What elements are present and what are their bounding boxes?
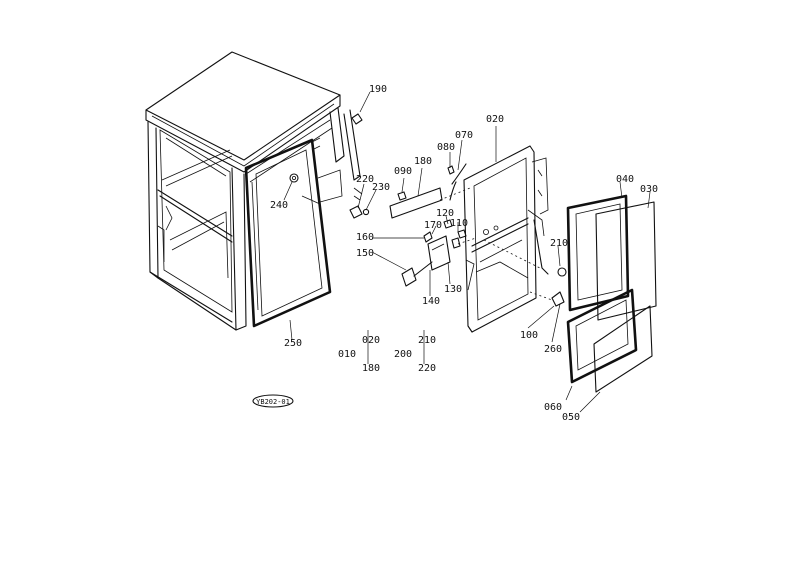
- part-100-latch: [551, 291, 565, 307]
- upper-glass-030: [595, 201, 657, 321]
- part-220-hinge-pin: [349, 205, 363, 219]
- callout-220: 220: [356, 174, 374, 185]
- callout-130: 130: [444, 284, 462, 295]
- latch-mechanism: [401, 219, 467, 287]
- drawing-code: YB202-01: [256, 398, 290, 406]
- callout-090: 090: [394, 166, 412, 177]
- door-linkage-rod: [533, 219, 549, 275]
- lower-glass-050: [593, 305, 653, 393]
- callout-100: 100: [520, 330, 538, 341]
- callout-260: 260: [544, 344, 562, 355]
- door-frame-250: [244, 138, 332, 328]
- leader-lines: [283, 91, 651, 413]
- callout-250: 250: [284, 338, 302, 349]
- assembly-200-top: 210: [418, 335, 436, 346]
- part-070-rod: [449, 163, 467, 201]
- callout-180: 180: [414, 156, 432, 167]
- alignment-line: [483, 239, 541, 269]
- part-090-screw: [397, 191, 407, 201]
- part-240-knob: [289, 173, 299, 183]
- part-210-knob: [557, 267, 567, 277]
- callout-020: 020: [486, 114, 504, 125]
- callout-110: 110: [450, 218, 468, 229]
- callout-140: 140: [422, 296, 440, 307]
- door-panel-020: [463, 145, 549, 333]
- drawing-code-badge: YB202-01: [252, 394, 294, 408]
- callout-230: 230: [372, 182, 390, 193]
- upper-window-frame-040: [566, 194, 630, 312]
- callout-050: 050: [562, 412, 580, 423]
- assembly-200-bottom: 220: [418, 363, 436, 374]
- callout-170: 170: [424, 220, 442, 231]
- assembly-010-bottom: 180: [362, 363, 380, 374]
- part-180-plate: [389, 187, 443, 219]
- callout-210: 210: [550, 238, 568, 249]
- callout-070: 070: [455, 130, 473, 141]
- callout-190: 190: [369, 84, 387, 95]
- alignment-line: [457, 237, 477, 245]
- alignment-line: [529, 291, 553, 301]
- callout-120: 120: [436, 208, 454, 219]
- callout-060: 060: [544, 402, 562, 413]
- assembly-200-label: 200: [394, 349, 412, 360]
- callout-040: 040: [616, 174, 634, 185]
- part-230-washer: [362, 208, 370, 216]
- assembly-010-top: 020: [362, 335, 380, 346]
- part-080-pin: [447, 165, 455, 175]
- assembly-010-label: 010: [338, 349, 356, 360]
- cab-body: [145, 51, 363, 331]
- callout-080: 080: [437, 142, 455, 153]
- part-190-bolt: [351, 113, 363, 125]
- callout-150: 150: [356, 248, 374, 259]
- lower-window-frame-060: [566, 288, 638, 384]
- callout-030: 030: [640, 184, 658, 195]
- callout-160: 160: [356, 232, 374, 243]
- alignment-line: [439, 187, 471, 201]
- callout-240: 240: [270, 200, 288, 211]
